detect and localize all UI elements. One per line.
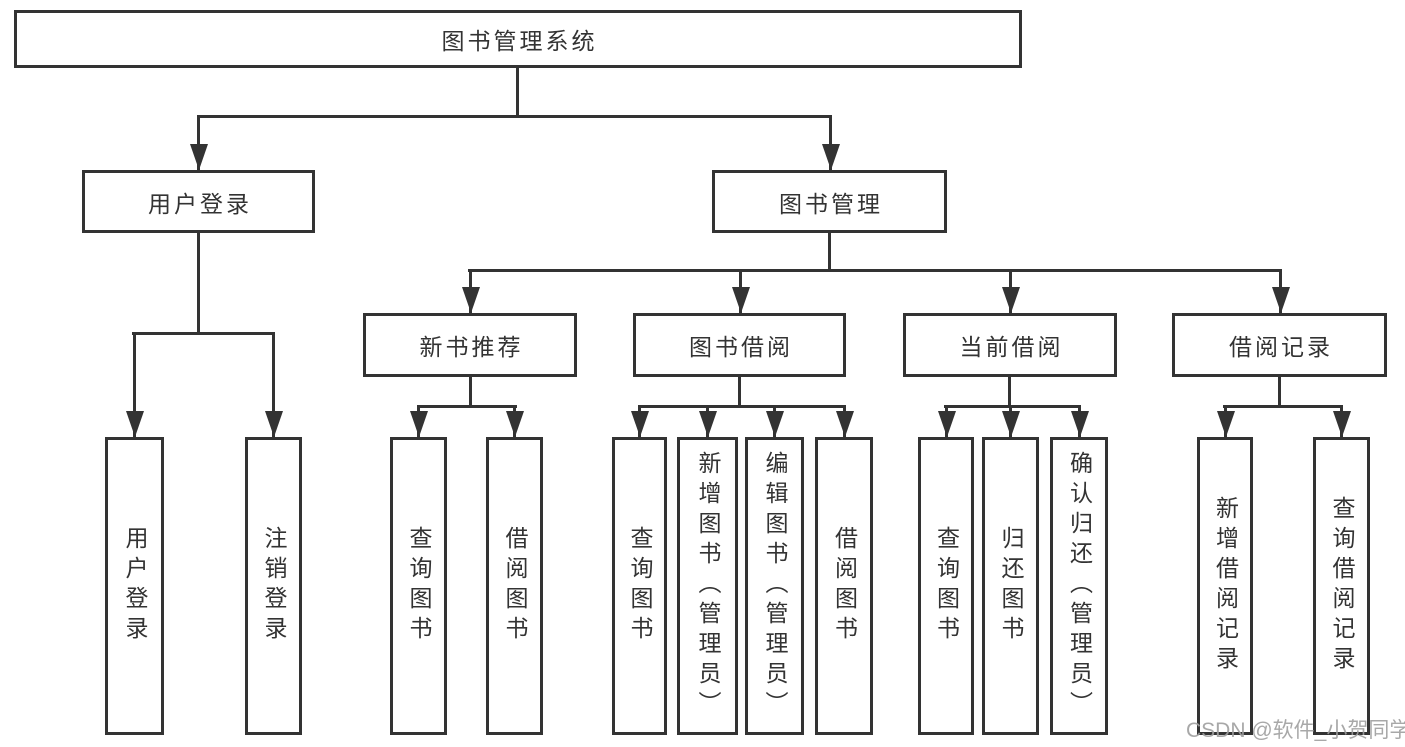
arrow-down-icon bbox=[706, 405, 709, 437]
arrow-down-icon bbox=[1009, 405, 1012, 437]
node-user-login: 用户登录 bbox=[82, 170, 315, 233]
arrow-down-icon bbox=[272, 332, 275, 437]
node-label: 图书借阅 bbox=[689, 334, 793, 360]
leaf-label: 用户登录 bbox=[122, 526, 148, 646]
node-book-borrowing: 图书借阅 bbox=[633, 313, 846, 377]
arrow-down-icon bbox=[1224, 405, 1227, 437]
leaf-label: 新增借阅记录 bbox=[1212, 496, 1239, 676]
leaf-return-books: 归还图书 bbox=[982, 437, 1039, 735]
leaf-label: 归还图书 bbox=[998, 526, 1024, 646]
connector-line bbox=[828, 233, 831, 269]
connector-line bbox=[516, 68, 519, 118]
csdn-watermark: CSDN @软件_小贺同学 bbox=[1186, 719, 1405, 742]
connector-line bbox=[638, 405, 846, 408]
leaf-rec-query-books: 查询图书 bbox=[390, 437, 447, 735]
leaf-borrow-query-books: 查询图书 bbox=[612, 437, 667, 735]
arrow-down-icon bbox=[1009, 269, 1012, 313]
arrow-down-icon bbox=[1078, 405, 1081, 437]
connector-line bbox=[1008, 377, 1011, 405]
connector-line bbox=[132, 332, 275, 335]
connector-line bbox=[468, 269, 1282, 272]
connector-line bbox=[738, 377, 741, 405]
leaf-label: 新增图书（管理员） bbox=[695, 451, 721, 721]
node-library-management-system: 图书管理系统 bbox=[14, 10, 1022, 68]
node-label: 图书管理 bbox=[779, 190, 883, 217]
connector-line bbox=[197, 115, 832, 118]
arrow-down-icon bbox=[843, 405, 846, 437]
leaf-label: 注销登录 bbox=[261, 526, 287, 646]
arrow-down-icon bbox=[945, 405, 948, 437]
leaf-label: 查询借阅记录 bbox=[1329, 496, 1355, 676]
arrow-down-icon bbox=[829, 115, 832, 170]
leaf-label: 借阅图书 bbox=[831, 526, 858, 646]
node-book-management: 图书管理 bbox=[712, 170, 947, 233]
node-label: 新书推荐 bbox=[419, 334, 524, 360]
leaf-confirm-return-admin: 确认归还（管理员） bbox=[1050, 437, 1108, 735]
leaf-label: 确认归还（管理员） bbox=[1066, 451, 1093, 721]
leaf-borrow-books: 借阅图书 bbox=[815, 437, 873, 735]
arrow-down-icon bbox=[1279, 269, 1282, 313]
node-label: 当前借阅 bbox=[959, 334, 1064, 360]
arrow-down-icon bbox=[638, 405, 641, 437]
node-new-book-recommendation: 新书推荐 bbox=[363, 313, 577, 377]
connector-line bbox=[1223, 405, 1343, 408]
connector-line bbox=[1278, 377, 1281, 405]
leaf-label: 编辑图书（管理员） bbox=[762, 451, 788, 721]
leaf-edit-books-admin: 编辑图书（管理员） bbox=[745, 437, 804, 735]
leaf-label: 查询图书 bbox=[933, 526, 960, 646]
arrow-down-icon bbox=[197, 115, 200, 170]
leaf-rec-borrow-books: 借阅图书 bbox=[486, 437, 543, 735]
arrow-down-icon bbox=[469, 269, 472, 313]
connector-line bbox=[197, 233, 200, 332]
leaf-logout: 注销登录 bbox=[245, 437, 302, 735]
leaf-add-borrow-record: 新增借阅记录 bbox=[1197, 437, 1253, 735]
connector-line bbox=[469, 377, 472, 405]
arrow-down-icon bbox=[773, 405, 776, 437]
node-borrowing-records: 借阅记录 bbox=[1172, 313, 1387, 377]
node-label: 用户登录 bbox=[148, 190, 252, 217]
connector-line bbox=[944, 405, 1081, 408]
leaf-label: 查询图书 bbox=[406, 526, 432, 646]
arrow-down-icon bbox=[133, 332, 136, 437]
leaf-label: 借阅图书 bbox=[502, 526, 528, 646]
node-current-borrowing: 当前借阅 bbox=[903, 313, 1117, 377]
leaf-label: 查询图书 bbox=[627, 526, 653, 646]
connector-line bbox=[417, 405, 517, 408]
arrow-down-icon bbox=[513, 405, 516, 437]
arrow-down-icon bbox=[739, 269, 742, 313]
leaf-query-borrow-record: 查询借阅记录 bbox=[1313, 437, 1370, 735]
leaf-add-books-admin: 新增图书（管理员） bbox=[677, 437, 738, 735]
node-label: 图书管理系统 bbox=[441, 28, 598, 54]
leaf-user-login: 用户登录 bbox=[105, 437, 164, 735]
arrow-down-icon bbox=[417, 405, 420, 437]
node-label: 借阅记录 bbox=[1229, 334, 1333, 360]
arrow-down-icon bbox=[1340, 405, 1343, 437]
leaf-current-query-books: 查询图书 bbox=[918, 437, 974, 735]
